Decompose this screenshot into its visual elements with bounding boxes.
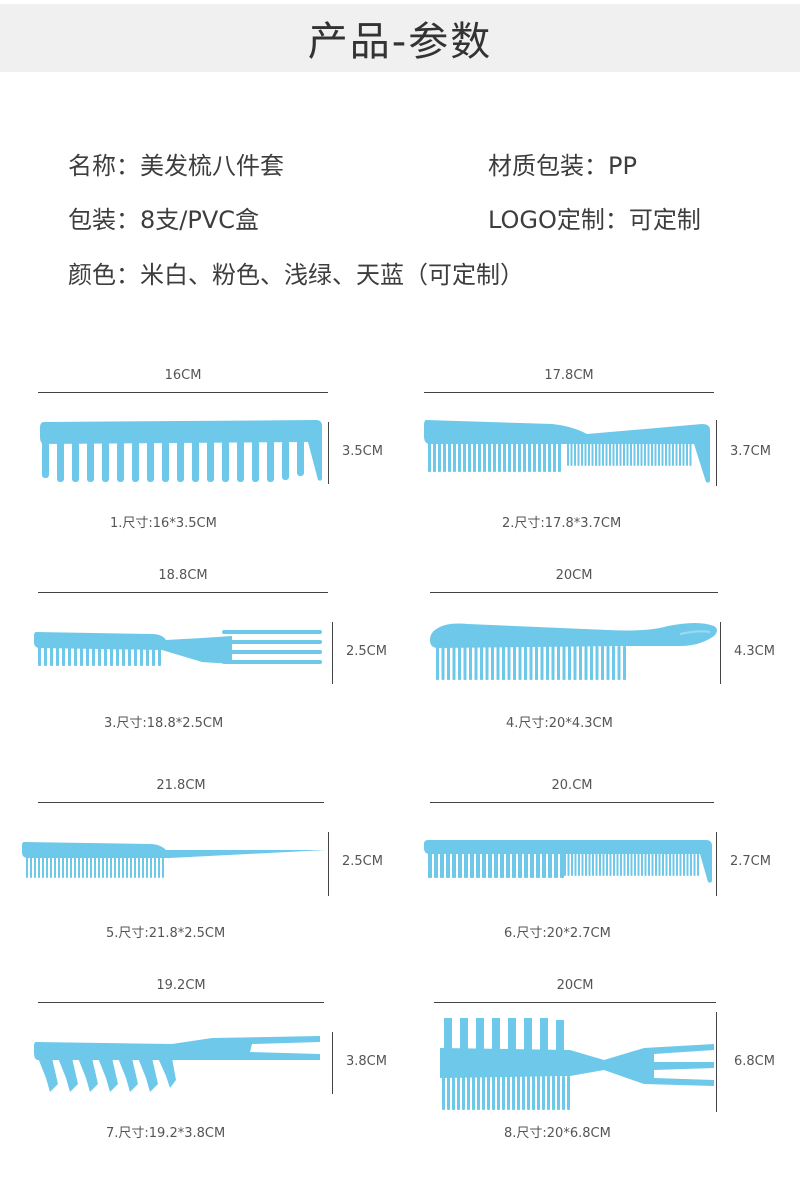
spec-logo-value: 可定制 bbox=[628, 206, 701, 234]
comb-width-label: 16CM bbox=[164, 368, 202, 383]
height-dimension-line bbox=[716, 1012, 717, 1112]
width-dimension-line bbox=[434, 1002, 716, 1003]
spec-logo-label: LOGO定制： bbox=[488, 206, 629, 234]
comb-cell-5: 21.8CM 2.5CM 5.尺寸:21.8*2.5CM bbox=[0, 770, 383, 960]
spec-color: 颜色：米白、粉色、浅绿、天蓝（可定制） bbox=[68, 255, 524, 290]
comb-height-label: 2.5CM bbox=[342, 854, 383, 869]
comb-height-label: 3.7CM bbox=[730, 444, 771, 459]
comb-caption: 2.尺寸:17.8*3.7CM bbox=[502, 516, 622, 531]
comb-caption: 4.尺寸:20*4.3CM bbox=[506, 716, 613, 731]
height-dimension-line bbox=[332, 622, 333, 684]
width-dimension-line bbox=[38, 802, 324, 803]
height-dimension-line bbox=[720, 622, 721, 684]
spec-material: 材质包装：PP bbox=[488, 146, 637, 181]
spec-package: 包装：8支/PVC盒 bbox=[68, 200, 259, 235]
comb-height-label: 4.3CM bbox=[734, 644, 775, 659]
double-side-pick-comb-icon bbox=[440, 1018, 714, 1110]
comb-height-label: 2.5CM bbox=[346, 644, 387, 659]
page-title: 产品-参数 bbox=[307, 19, 493, 65]
wave-tooth-comb-icon bbox=[34, 1036, 320, 1092]
spec-material-value: PP bbox=[608, 152, 637, 180]
comb-height-label: 2.7CM bbox=[730, 854, 771, 869]
comb-cell-2: 17.8CM 3.7CM 2.尺寸:17.8*3.7CM bbox=[400, 360, 780, 550]
comb-height-label: 6.8CM bbox=[734, 1054, 775, 1069]
dual-tooth-comb-icon bbox=[424, 420, 710, 483]
spec-name-label: 名称： bbox=[68, 152, 140, 180]
height-dimension-line bbox=[716, 832, 717, 896]
comb-width-label: 19.2CM bbox=[156, 978, 206, 993]
comb-width-label: 17.8CM bbox=[544, 368, 594, 383]
height-dimension-line bbox=[328, 422, 329, 484]
comb-cell-4: 20CM 4.3CM 4.尺寸:20*4.3CM bbox=[400, 560, 780, 750]
spec-color-value: 米白、粉色、浅绿、天蓝（可定制） bbox=[140, 261, 524, 289]
height-dimension-line bbox=[716, 420, 717, 486]
comb-width-label: 20CM bbox=[555, 568, 593, 583]
comb-width-label: 21.8CM bbox=[156, 778, 206, 793]
comb-cell-3: 18.8CM 2.5CM 3.尺寸:18.8*2.5CM bbox=[0, 560, 387, 750]
comb-height-label: 3.5CM bbox=[342, 444, 383, 459]
height-dimension-line bbox=[328, 832, 329, 896]
comb-caption: 6.尺寸:20*2.7CM bbox=[504, 926, 611, 941]
comb-cell-8: 20CM 6.8CM 8.尺寸:20*6.8CM bbox=[400, 970, 780, 1160]
cutting-comb-icon bbox=[424, 840, 712, 883]
header-bar: 产品-参数 bbox=[0, 4, 800, 72]
width-dimension-line bbox=[430, 592, 718, 593]
comb-caption: 5.尺寸:21.8*2.5CM bbox=[106, 926, 226, 941]
spec-material-label: 材质包装： bbox=[488, 152, 608, 180]
handle-comb-icon bbox=[430, 623, 717, 680]
tail-comb-icon bbox=[22, 842, 326, 878]
comb-width-label: 20CM bbox=[556, 978, 594, 993]
comb-caption: 7.尺寸:19.2*3.8CM bbox=[106, 1126, 226, 1141]
comb-cell-7: 19.2CM 3.8CM 7.尺寸:19.2*3.8CM bbox=[0, 970, 387, 1160]
height-dimension-line bbox=[332, 1032, 333, 1094]
comb-caption: 3.尺寸:18.8*2.5CM bbox=[104, 716, 224, 731]
width-dimension-line bbox=[424, 392, 714, 393]
wide-tooth-comb-icon bbox=[40, 420, 322, 482]
width-dimension-line bbox=[38, 392, 328, 393]
comb-cell-6: 20.CM 2.7CM 6.尺寸:20*2.7CM bbox=[400, 770, 780, 960]
width-dimension-line bbox=[430, 802, 714, 803]
spec-name: 名称：美发梳八件套 bbox=[68, 146, 284, 181]
spec-color-label: 颜色： bbox=[68, 261, 140, 289]
spec-logo: LOGO定制：可定制 bbox=[488, 200, 701, 235]
spec-package-value: 8支/PVC盒 bbox=[140, 206, 260, 234]
spec-package-label: 包装： bbox=[68, 206, 140, 234]
comb-cell-1: 16CM 3.5CM 1.尺寸:16*3.5CM bbox=[0, 360, 383, 550]
spec-name-value: 美发梳八件套 bbox=[140, 152, 284, 180]
comb-width-label: 18.8CM bbox=[158, 568, 208, 583]
comb-caption: 8.尺寸:20*6.8CM bbox=[504, 1126, 611, 1141]
width-dimension-line bbox=[38, 1002, 324, 1003]
comb-width-label: 20.CM bbox=[551, 778, 593, 793]
width-dimension-line bbox=[38, 592, 328, 593]
comb-height-label: 3.8CM bbox=[346, 1054, 387, 1069]
lift-pick-comb-icon bbox=[34, 630, 322, 666]
comb-caption: 1.尺寸:16*3.5CM bbox=[110, 516, 217, 531]
